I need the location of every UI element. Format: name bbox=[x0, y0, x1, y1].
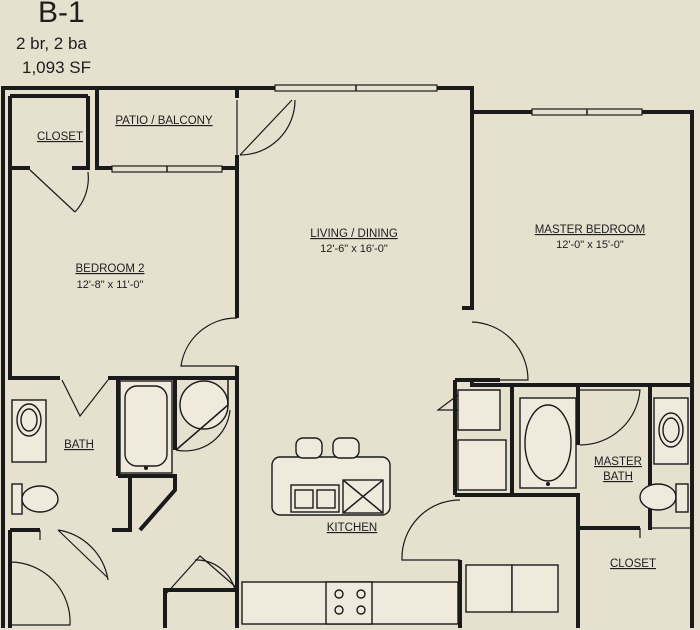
unit-name: B-1 bbox=[38, 0, 85, 29]
patio-walls bbox=[95, 84, 643, 173]
master-bedroom-dims: 12'-0" x 15'-0" bbox=[556, 239, 624, 251]
unit-beds-baths: 2 br, 2 ba bbox=[16, 34, 87, 53]
master-bath-fixtures bbox=[519, 397, 692, 538]
master-bath-label-line2: BATH bbox=[603, 471, 633, 483]
kitchen-fixtures bbox=[241, 430, 580, 628]
closet-master-label: CLOSET bbox=[610, 558, 656, 570]
master-bedroom-label: MASTER BEDROOM bbox=[535, 224, 646, 236]
closet-bedroom2-label: CLOSET bbox=[37, 131, 83, 143]
living-dining-label: LIVING / DINING bbox=[310, 228, 398, 240]
bedroom2-label: BEDROOM 2 bbox=[75, 263, 144, 275]
living-dining-dims: 12'-6" x 16'-0" bbox=[320, 243, 388, 255]
patio-balcony-label: PATIO / BALCONY bbox=[115, 115, 213, 127]
entry-area bbox=[8, 530, 238, 628]
bedroom2-closet-walls bbox=[8, 94, 296, 213]
unit-square-footage: 1,093 SF bbox=[22, 58, 91, 77]
bedroom2-dims: 12'-8" x 11'-0" bbox=[77, 279, 144, 291]
bath-fixtures bbox=[10, 376, 238, 581]
kitchen-label: KITCHEN bbox=[327, 522, 377, 534]
master-bath-label-line1: MASTER bbox=[594, 456, 642, 468]
bath-label: BATH bbox=[64, 439, 94, 451]
